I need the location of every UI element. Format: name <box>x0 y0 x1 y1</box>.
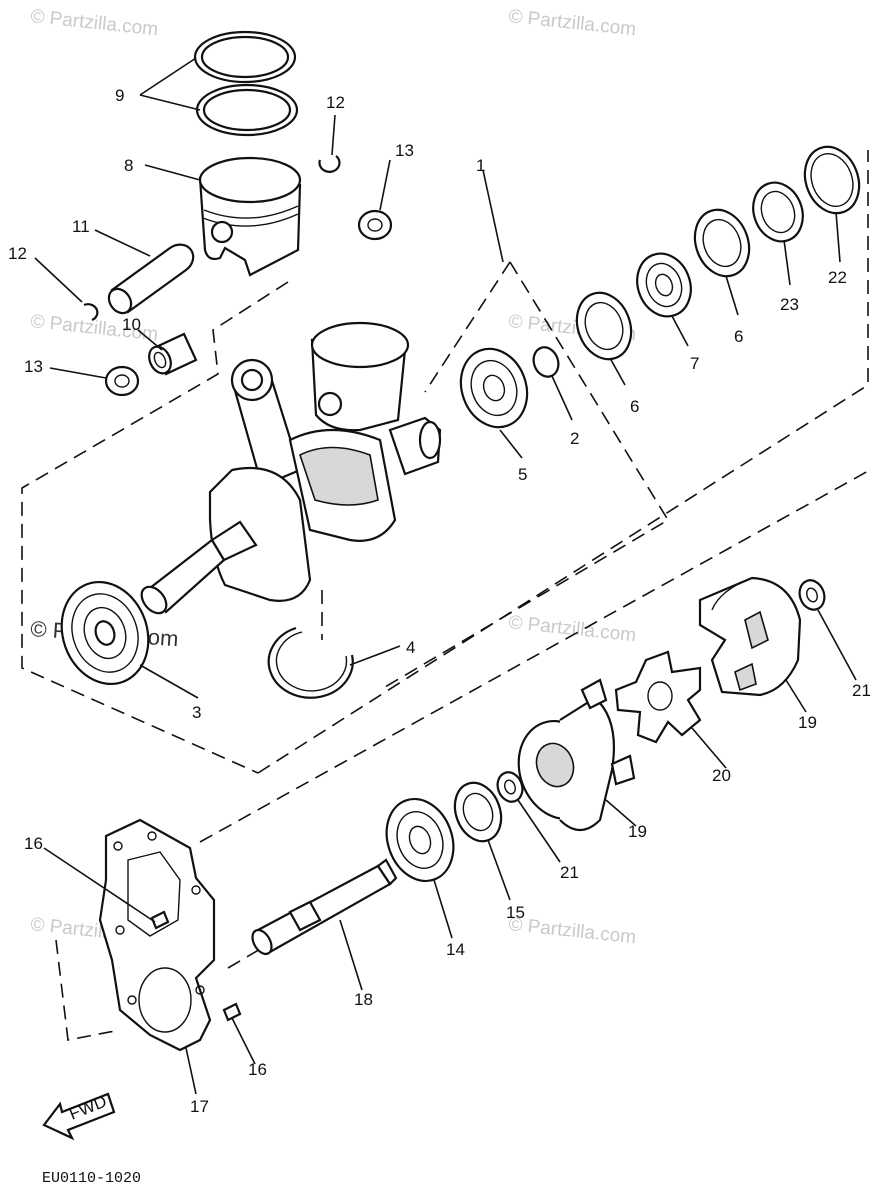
callout-6: 6 <box>734 327 743 346</box>
callout-21: 21 <box>560 863 579 882</box>
coupling-upper <box>698 576 802 697</box>
leader-lines <box>34 57 857 1095</box>
callout-12: 12 <box>8 244 27 263</box>
bearing-7 <box>636 252 692 318</box>
callout-13: 13 <box>24 357 43 376</box>
callout-4: 4 <box>406 638 415 657</box>
crank-bearing-right <box>459 347 529 429</box>
small-o-ring <box>532 346 560 378</box>
thrust-washers <box>104 209 393 397</box>
callout-19: 19 <box>628 822 647 841</box>
callout-14: 14 <box>446 940 465 959</box>
oil-seal-inner <box>575 291 633 361</box>
watermark: © Partzilla.com <box>507 612 637 646</box>
callout-22: 22 <box>828 268 847 287</box>
needle-bearing <box>148 332 198 376</box>
callout-10: 10 <box>122 315 141 334</box>
dowel-pins <box>150 910 242 1022</box>
watermark: © Partzilla.com <box>507 914 637 948</box>
callout-12: 12 <box>326 93 345 112</box>
oil-seal-outer <box>693 208 751 278</box>
callout-2: 2 <box>570 429 579 448</box>
gasket <box>98 818 216 1052</box>
callout-1: 1 <box>476 156 485 175</box>
callout-3: 3 <box>192 703 201 722</box>
bearing-14 <box>385 797 455 883</box>
callout-23: 23 <box>780 295 799 314</box>
callout-6: 6 <box>630 397 639 416</box>
piston <box>198 156 302 277</box>
callout-18: 18 <box>354 990 373 1009</box>
washer-upper <box>798 579 826 611</box>
callout-17: 17 <box>190 1097 209 1116</box>
callout-11: 11 <box>72 217 90 236</box>
drawing-code: EU0110-1020 <box>42 1170 141 1187</box>
ring-22 <box>803 145 861 215</box>
rubber-damper <box>614 650 702 744</box>
callouts: 9 8 12 13 11 12 10 13 1 2 5 6 7 6 23 22 … <box>8 86 871 1116</box>
bearing-23 <box>752 181 804 243</box>
callout-19: 19 <box>798 713 817 732</box>
circlips <box>83 155 341 322</box>
piston-rings <box>193 30 299 137</box>
callout-8: 8 <box>124 156 133 175</box>
coupling-lower <box>517 678 636 832</box>
watermark: © Partzilla.com <box>507 6 637 40</box>
callout-15: 15 <box>506 903 525 922</box>
callout-16: 16 <box>24 834 43 853</box>
callout-13: 13 <box>395 141 414 160</box>
callout-20: 20 <box>712 766 731 785</box>
watermark: © Partzilla.com <box>29 6 159 40</box>
piston-pin <box>107 243 195 315</box>
callout-21: 21 <box>852 681 871 700</box>
callout-5: 5 <box>518 465 527 484</box>
bearing-circlip <box>267 626 354 699</box>
callout-16: 16 <box>248 1060 267 1079</box>
drive-shaft <box>251 858 398 956</box>
forward-direction-arrow: FWD <box>42 1092 116 1141</box>
assembly-boundary-lines <box>21 150 871 1041</box>
crankshaft-assembly <box>140 321 442 615</box>
callout-7: 7 <box>690 354 699 373</box>
callout-9: 9 <box>115 86 124 105</box>
crank-bearing-left <box>60 580 150 686</box>
